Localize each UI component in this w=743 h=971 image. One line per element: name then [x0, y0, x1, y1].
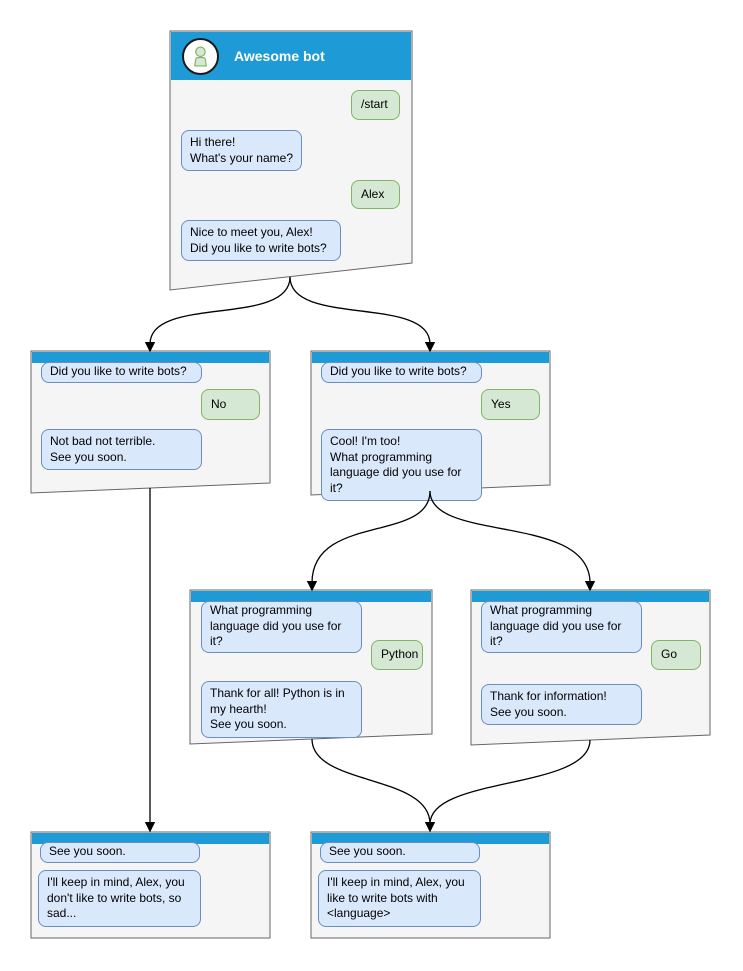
window-header-strip — [32, 352, 269, 363]
bot-message-bubble: Cool! I'm too! What programming language… — [321, 429, 482, 502]
bot-message-bubble: See you soon. — [320, 842, 480, 863]
window-header-strip — [312, 352, 549, 363]
chat-window-header: Awesome bot — [171, 32, 411, 80]
bot-message-bubble: Nice to meet you, Alex! Did you like to … — [181, 220, 341, 262]
bot-message-bubble: Thank for information! See you soon. — [481, 684, 642, 726]
bot-message-bubble: Did you like to write bots? — [321, 362, 482, 383]
bot-message-bubble: See you soon. — [40, 842, 200, 863]
arrow-yes-to-python — [306, 490, 431, 592]
arrow-go-to-end — [429, 739, 591, 825]
arrow-start-to-yes — [289, 276, 436, 353]
person-icon — [194, 45, 207, 67]
bot-message-bubble: I'll keep in mind, Alex, you like to wri… — [318, 870, 481, 927]
user-message-bubble: Alex — [351, 180, 400, 209]
arrow-yes-to-go — [429, 490, 596, 592]
bot-message-bubble: I'll keep in mind, Alex, you don't like … — [38, 870, 201, 927]
window-header-strip — [191, 591, 431, 602]
chat-title: Awesome bot — [234, 48, 325, 64]
user-message-bubble: /start — [351, 90, 400, 120]
avatar — [182, 37, 219, 75]
user-message-bubble: Go — [651, 640, 701, 670]
bot-message-bubble: Thank for all! Python is in my hearth! S… — [201, 681, 362, 738]
window-header-strip — [32, 833, 269, 844]
bot-message-bubble: Did you like to write bots? — [41, 362, 202, 383]
bot-message-bubble: What programming language did you use fo… — [201, 601, 362, 653]
bot-message-bubble: What programming language did you use fo… — [481, 601, 642, 653]
bot-message-bubble: Not bad not terrible. See you soon. — [41, 429, 202, 471]
window-header-strip — [312, 833, 549, 844]
window-header-strip — [472, 591, 709, 602]
user-message-bubble: Python — [371, 640, 423, 670]
bot-message-bubble: Hi there! What's your name? — [181, 130, 302, 172]
arrow-start-to-no — [144, 276, 291, 353]
user-message-bubble: No — [201, 389, 260, 420]
arrow-python-to-end — [311, 738, 436, 833]
user-message-bubble: Yes — [481, 389, 540, 420]
